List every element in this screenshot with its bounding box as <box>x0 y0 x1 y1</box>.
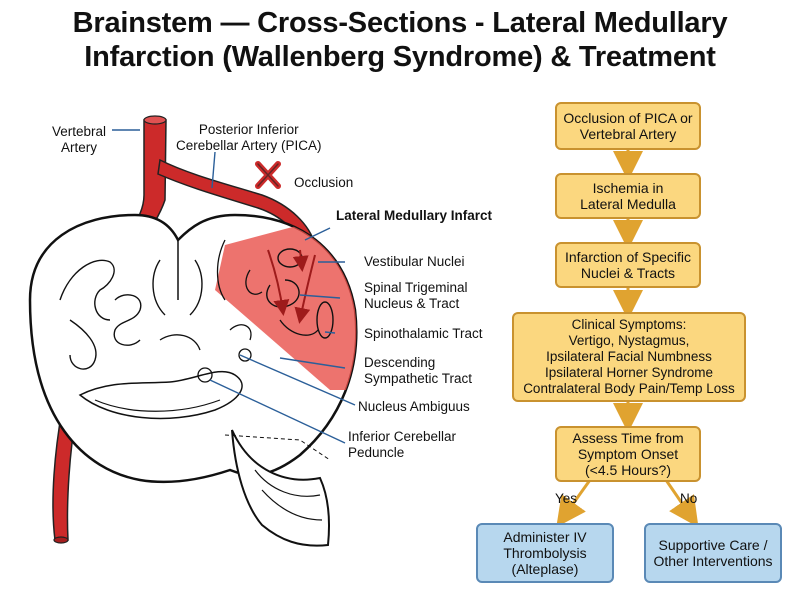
label-pica-line2: Cerebellar Artery (PICA) <box>176 138 322 153</box>
flow-outcome-supportive-line1: Supportive Care / <box>658 537 768 553</box>
label-ambiguus: Nucleus Ambiguus <box>358 399 470 414</box>
flow-step-symptoms-line1: Clinical Symptoms: <box>571 317 687 332</box>
label-sympathetic-line2: Sympathetic Tract <box>364 371 473 386</box>
flow-step-symptoms-line4: Ipsilateral Horner Syndrome <box>544 365 714 380</box>
occlusion-icon <box>255 161 281 189</box>
peduncle-stalk <box>231 429 331 547</box>
flow-outcome-thrombolysis-line2: Thrombolysis <box>503 545 587 561</box>
label-icp-line1: Inferior Cerebellar <box>348 429 457 444</box>
flow-step-assess: Assess Time from Symptom Onset (<4.5 Hou… <box>555 426 701 482</box>
title-line-1: Brainstem — Cross-Sections - Lateral Med… <box>72 7 728 39</box>
flow-step-assess-line2: Symptom Onset <box>577 446 679 462</box>
label-pica-line1: Posterior Inferior <box>198 122 299 137</box>
label-icp-line2: Peduncle <box>348 445 405 460</box>
flow-outcome-thrombolysis-line1: Administer IV <box>503 529 587 545</box>
flow-outcome-thrombolysis: Administer IV Thrombolysis (Alteplase) <box>476 523 614 583</box>
flow-step-assess-line1: Assess Time from <box>572 430 684 446</box>
flow-step-assess-line3: (<4.5 Hours?) <box>585 462 671 478</box>
left-vertebral-artery-end <box>53 536 69 544</box>
flow-outcome-supportive-line2: Other Interventions <box>653 553 773 569</box>
flow-step-ischemia-line2: Lateral Medulla <box>580 196 676 212</box>
flow-step-occlusion: Occlusion of PICA or Vertebral Artery <box>555 102 701 150</box>
branch-yes-label: Yes <box>555 491 578 506</box>
title-line-2: Infarction (Wallenberg Syndrome) & Treat… <box>84 41 716 73</box>
label-sympathetic: Descending Sympathetic Tract <box>364 355 472 387</box>
label-vertebral-artery: Vertebral Artery <box>52 124 106 156</box>
label-trigeminal-line1: Spinal Trigeminal <box>364 280 468 295</box>
label-trigeminal: Spinal Trigeminal Nucleus & Tract <box>364 280 468 312</box>
branch-no-label: No <box>680 491 698 506</box>
flow-step-symptoms-line5: Contralateral Body Pain/Temp Loss <box>523 381 735 396</box>
flow-step-occlusion-line2: Vertebral Artery <box>579 126 677 142</box>
label-vertebral-line1: Vertebral <box>52 124 107 139</box>
flow-step-infarction-line1: Infarction of Specific <box>564 249 692 265</box>
label-icp: Inferior Cerebellar Peduncle <box>348 429 456 461</box>
label-pica: Posterior Inferior Cerebellar Artery (PI… <box>176 122 322 154</box>
flow-step-ischemia: Ischemia in Lateral Medulla <box>555 173 701 219</box>
label-occlusion: Occlusion <box>294 175 354 190</box>
flow-step-infarction-line2: Nuclei & Tracts <box>580 265 676 281</box>
flow-step-symptoms-line3: Ipsilateral Facial Numbness <box>546 349 712 364</box>
page-title: Brainstem — Cross-Sections - Lateral Med… <box>0 6 800 74</box>
label-vestibular: Vestibular Nuclei <box>364 254 465 269</box>
flow-step-symptoms-line2: Vertigo, Nystagmus, <box>568 333 690 348</box>
label-trigeminal-line2: Nucleus & Tract <box>364 296 460 311</box>
flow-step-symptoms: Clinical Symptoms: Vertigo, Nystagmus, I… <box>512 312 746 402</box>
label-vertebral-line2: Artery <box>61 140 98 155</box>
vertebral-artery-cap <box>143 115 167 125</box>
flow-step-occlusion-line1: Occlusion of PICA or <box>563 110 693 126</box>
flow-outcome-supportive: Supportive Care / Other Interventions <box>644 523 782 583</box>
flow-step-ischemia-line1: Ischemia in <box>592 180 664 196</box>
label-infarct: Lateral Medullary Infarct <box>336 208 493 223</box>
flow-step-infarction: Infarction of Specific Nuclei & Tracts <box>555 242 701 288</box>
label-sympathetic-line1: Descending <box>364 355 436 370</box>
label-spinothalamic: Spinothalamic Tract <box>364 326 483 341</box>
flow-outcome-thrombolysis-line3: (Alteplase) <box>511 561 579 577</box>
